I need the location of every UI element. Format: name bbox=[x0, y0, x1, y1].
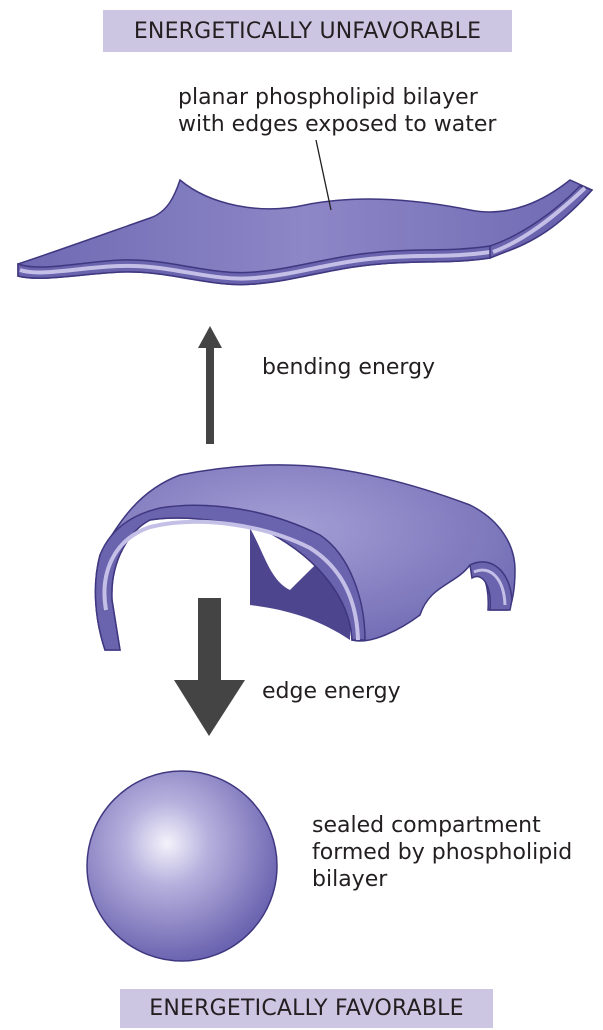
sealed-vesicle-sphere bbox=[87, 771, 277, 961]
bending-energy-label: bending energy bbox=[262, 354, 435, 381]
favorable-banner: ENERGETICALLY FAVORABLE bbox=[120, 989, 493, 1028]
sealed-label-line1: sealed compartment bbox=[312, 812, 572, 839]
planar-bilayer-sheet bbox=[18, 140, 592, 285]
bending-energy-arrow bbox=[198, 326, 222, 444]
favorable-banner-text: ENERGETICALLY FAVORABLE bbox=[149, 996, 463, 1021]
edge-energy-arrow bbox=[174, 598, 245, 736]
sealed-compartment-label: sealed compartment formed by phospholipi… bbox=[312, 812, 572, 893]
sealed-label-line2: formed by phospholipid bbox=[312, 839, 572, 866]
edge-energy-label: edge energy bbox=[262, 678, 401, 705]
sealed-label-line3: bilayer bbox=[312, 866, 572, 893]
curved-bilayer-cap bbox=[95, 465, 515, 650]
